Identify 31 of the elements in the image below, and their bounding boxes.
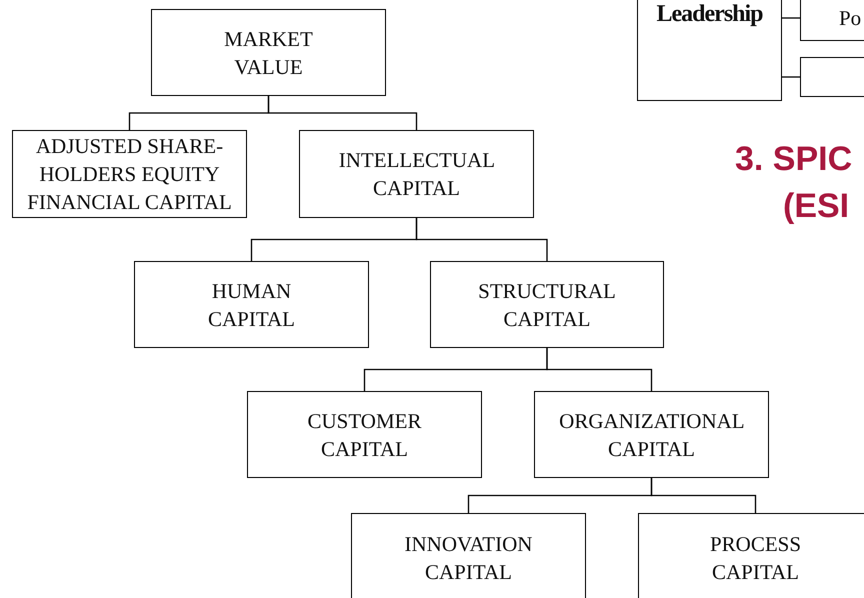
concept-box xyxy=(800,0,864,41)
box-label: STRUCTURAL CAPITAL xyxy=(477,278,617,332)
concept-box xyxy=(12,130,247,218)
box-label: ADJUSTED SHARE- HOLDERS EQUITY FINANCIAL CAPITAL xyxy=(26,133,233,216)
box-label: CUSTOMER CAPITAL xyxy=(306,408,422,462)
box-label: HUMAN CAPITAL xyxy=(207,278,296,332)
concept-box xyxy=(430,261,664,348)
concept-box xyxy=(247,391,482,478)
box-label: Po xyxy=(839,6,862,30)
connector-line xyxy=(782,17,800,19)
box-label: ORGANIZATIONAL CAPITAL xyxy=(559,408,744,462)
heading-text: 3. SPIC xyxy=(735,139,852,180)
connector-line xyxy=(268,96,418,130)
connector-line xyxy=(416,218,548,261)
concept-box xyxy=(351,513,586,598)
concept-box xyxy=(638,513,864,598)
concept-box xyxy=(151,9,386,96)
connector-line xyxy=(782,76,800,78)
box-label: INTELLECTUAL CAPITAL xyxy=(338,147,494,202)
box-label: Leadership xyxy=(656,0,763,28)
empty-box xyxy=(800,57,864,97)
heading-text: (ESI xyxy=(783,186,850,227)
leadership-box xyxy=(637,0,782,101)
box-label: PROCESS CAPITAL xyxy=(708,531,802,586)
connector-line xyxy=(650,478,756,513)
concept-box xyxy=(299,130,534,218)
concept-box xyxy=(134,261,369,348)
box-label: MARKET VALUE xyxy=(223,26,314,80)
connector-line xyxy=(546,348,652,391)
box-label: INNOVATION CAPITAL xyxy=(404,531,534,586)
concept-box xyxy=(534,391,769,478)
